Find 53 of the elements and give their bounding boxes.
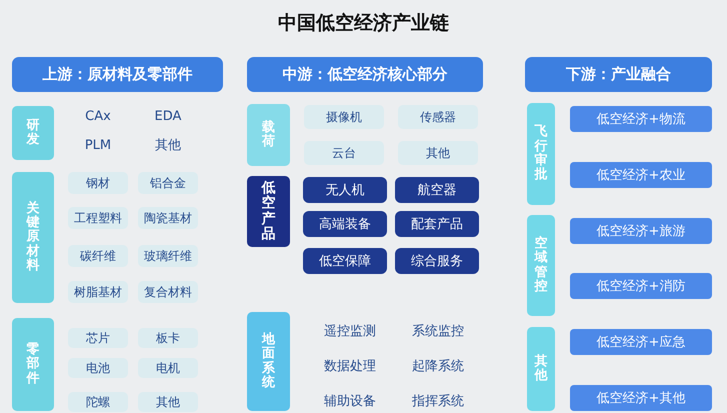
item-text: 系统监控 [393,320,483,342]
stage-header: 下游：产业融合 [525,57,712,92]
application-box: 低空经济+物流 [570,106,712,132]
item-tag: 其他 [138,392,198,412]
product-box: 航空器 [395,177,479,203]
application-box: 低空经济+农业 [570,162,712,188]
application-box: 低空经济+其他 [570,385,712,411]
item-text: EDA [140,105,196,127]
item-tag: 树脂基材 [68,281,128,303]
category-label: 关键原材料 [12,172,54,303]
application-box: 低空经济+消防 [570,273,712,300]
item-tag: 钢材 [68,172,128,194]
product-box: 低空保障 [303,248,387,274]
item-text: 起降系统 [393,355,483,377]
category-label: 地面系统 [247,312,290,411]
product-box: 无人机 [303,177,387,203]
category-label: 低空产品 [247,176,290,247]
item-tag: 复合材料 [138,281,198,303]
diagram-title: 中国低空经济产业链 [277,11,450,36]
stage-header: 上游：原材料及零部件 [12,57,223,92]
application-box: 低空经济+旅游 [570,218,712,244]
item-tag: 电机 [138,358,198,378]
item-text: CAx [70,105,126,127]
item-tag: 陀螺 [68,392,128,412]
product-box: 配套产品 [395,211,479,237]
item-text: PLM [70,134,126,156]
product-box: 高端装备 [303,211,387,237]
item-tag: 碳纤维 [68,245,128,267]
item-tag: 传感器 [398,105,478,129]
stage-header: 中游：低空经济核心部分 [247,57,483,92]
item-tag: 摄像机 [304,105,384,129]
item-tag: 陶瓷基材 [138,207,198,229]
application-box: 低空经济+应急 [570,329,712,356]
product-box: 综合服务 [395,248,479,274]
item-tag: 玻璃纤维 [138,245,198,267]
item-tag: 铝合金 [138,172,198,194]
category-label: 空域管控 [527,215,555,316]
category-label: 研发 [12,106,54,160]
item-text: 指挥系统 [393,390,483,412]
item-tag: 云台 [304,141,384,165]
category-label: 零部件 [12,318,54,411]
category-label: 飞行审批 [527,103,555,205]
category-label: 其他 [527,327,555,411]
item-tag: 其他 [398,141,478,165]
item-text: 其他 [140,134,196,156]
item-tag: 板卡 [138,328,198,348]
category-label: 载荷 [247,104,290,166]
item-text: 数据处理 [305,355,395,377]
item-tag: 电池 [68,358,128,378]
item-text: 遥控监测 [305,320,395,342]
item-text: 辅助设备 [305,390,395,412]
item-tag: 芯片 [68,328,128,348]
item-tag: 工程塑料 [68,207,128,229]
